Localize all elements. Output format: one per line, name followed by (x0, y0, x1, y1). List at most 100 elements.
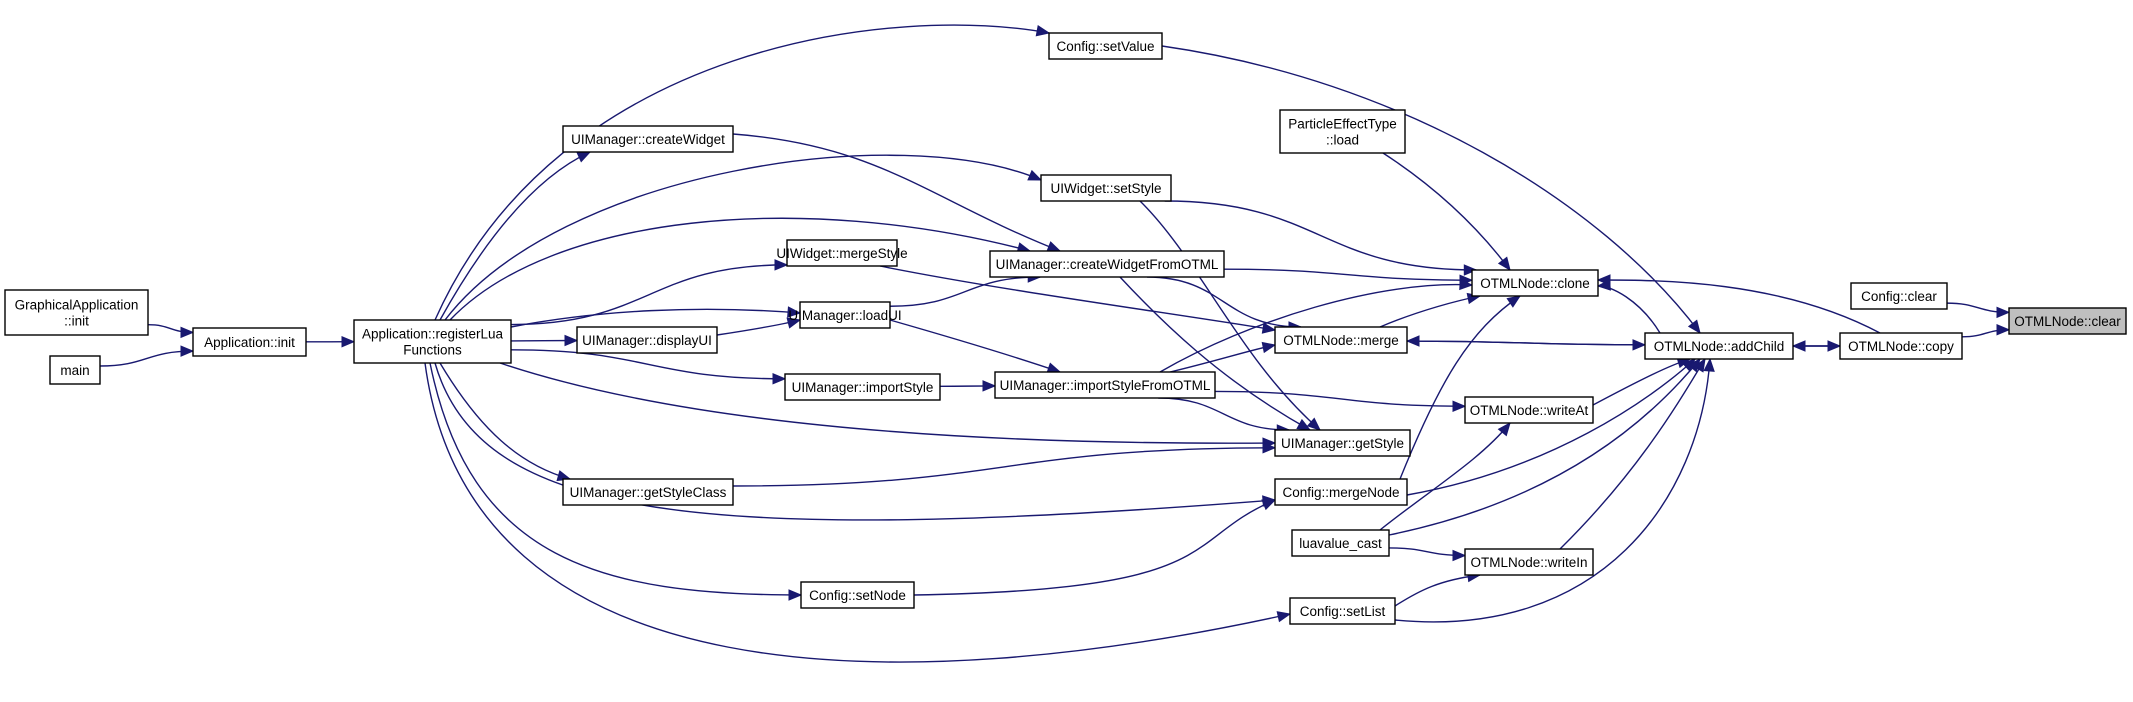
edge-line (1592, 358, 1691, 406)
node-box (1464, 396, 1594, 424)
node-label: UIManager::importStyle (792, 380, 934, 395)
node-otml-merge[interactable]: OTMLNode::merge (1274, 326, 1408, 354)
edge-line (1379, 422, 1511, 531)
arrowhead-icon (774, 259, 789, 271)
node-box (799, 301, 891, 329)
edge-otml_write_at-to-otml_add_child (1592, 357, 1692, 406)
edge-otml_add_child-to-otml_merge (1405, 335, 1646, 347)
arrowhead-icon (180, 345, 195, 357)
edge-application_init-to-register_lua_functions (305, 335, 356, 348)
node-otml-clone[interactable]: OTMLNode::clone (1471, 269, 1599, 297)
node-config-set-node[interactable]: Config::setNode (800, 581, 915, 609)
edge-ui_display_ui-to-ui_load_ui (716, 317, 802, 336)
node-config-clear[interactable]: Config::clear (1850, 282, 1948, 310)
node-ui-load-ui[interactable]: UIManager::loadUI (788, 301, 902, 329)
node-ui-create-widget[interactable]: UIManager::createWidget (562, 125, 734, 153)
node-config-set-value[interactable]: Config::setValue (1048, 32, 1163, 60)
edge-register_lua_functions-to-ui_create_widget_from_otml (449, 217, 1032, 321)
node-box (1279, 109, 1406, 154)
node-ui-import-style[interactable]: UIManager::importStyle (784, 373, 941, 401)
node-box (1291, 529, 1390, 557)
edge-line (510, 308, 801, 328)
node-application-init[interactable]: Application::init (192, 327, 307, 357)
edge-line (1406, 340, 1646, 346)
edge-config_set_value-to-otml_add_child (1161, 45, 1701, 335)
edge-ui_widget_set_style-to-otml_clone (1164, 200, 1478, 276)
node-ui-widget-set-style[interactable]: UIWidget::setStyle (1040, 174, 1172, 202)
edge-ui_import_style-to-ui_import_style_from_otml (939, 380, 997, 392)
edge-line (889, 319, 1061, 373)
arrowhead-icon (1261, 341, 1277, 354)
arrowhead-icon (786, 317, 802, 329)
node-ui-create-widget-from-otml[interactable]: UIManager::createWidgetFromOTML (989, 250, 1225, 278)
node-otml-write-at[interactable]: OTMLNode::writeAt (1464, 396, 1594, 424)
arrowhead-icon (1027, 169, 1043, 181)
edge-otml_copy-to-otml_clone (1596, 274, 1881, 334)
node-label: OTMLNode::writeIn (1470, 555, 1587, 570)
node-ui-get-style-class[interactable]: UIManager::getStyleClass (562, 478, 734, 506)
edge-register_lua_functions-to-ui_load_ui (510, 306, 802, 328)
node-label: UIManager::displayUI (582, 333, 712, 348)
node-label: OTMLNode::addChild (1654, 339, 1785, 354)
edge-line (1161, 45, 1701, 334)
node-ui-display-ui[interactable]: UIManager::displayUI (576, 326, 718, 354)
node-label: UIManager::createWidget (571, 132, 725, 147)
arrowhead-icon (1596, 274, 1611, 286)
edge-line (510, 264, 788, 326)
edge-ui_import_style_from_otml-to-otml_write_at (1214, 390, 1467, 412)
node-label: Config::setList (1300, 604, 1386, 619)
edge-ui_import_style_from_otml-to-otml_clone (1159, 278, 1474, 373)
node-particle-effect-type-load[interactable]: ParticleEffectType::load (1279, 109, 1406, 154)
edge-line (1214, 390, 1466, 407)
edge-register_lua_functions-to-ui_get_style_class (439, 362, 572, 482)
node-box (49, 355, 101, 385)
edge-line (510, 349, 786, 380)
node-otml-clear[interactable]: OTMLNode::clear (2008, 307, 2127, 335)
node-otml-copy[interactable]: OTMLNode::copy (1839, 332, 1963, 360)
node-label: UIManager::loadUI (788, 308, 901, 323)
edge-otml_merge-to-otml_clone (1379, 292, 1482, 328)
node-config-set-list[interactable]: Config::setList (1289, 597, 1396, 625)
edge-otml_write_in-to-otml_add_child (1559, 357, 1706, 550)
node-label: Application::registerLua (362, 327, 504, 342)
node-box (1274, 478, 1408, 506)
node-label: ::init (64, 314, 89, 329)
node-ui-import-style-from-otml[interactable]: UIManager::importStyleFromOTML (994, 371, 1216, 399)
edge-luavalue_cast-to-otml_write_at (1379, 421, 1511, 531)
arrowhead-icon (1046, 241, 1062, 252)
node-luavalue-cast[interactable]: luavalue_cast (1291, 529, 1390, 557)
node-otml-add-child[interactable]: OTMLNode::addChild (1644, 332, 1794, 360)
node-box (1464, 548, 1594, 576)
node-otml-write-in[interactable]: OTMLNode::writeIn (1464, 548, 1594, 576)
node-label: OTMLNode::copy (1848, 339, 1954, 354)
edge-line (434, 362, 1276, 521)
edge-line (434, 24, 1050, 321)
arrowhead-icon (1693, 357, 1706, 373)
node-label: UIManager::createWidgetFromOTML (996, 257, 1219, 272)
edge-register_lua_functions-to-ui_widget_merge_style (510, 259, 789, 326)
edge-register_lua_functions-to-ui_widget_set_style (444, 154, 1043, 321)
arrowhead-icon (1452, 549, 1467, 562)
edge-main-to-application_init (99, 345, 195, 367)
edge-line (732, 447, 1276, 487)
node-box (1471, 269, 1599, 297)
edge-line (439, 362, 571, 480)
edge-line (499, 362, 1276, 444)
edge-line (429, 362, 802, 596)
node-ui-widget-merge-style[interactable]: UIWidget::mergeStyle (776, 239, 908, 267)
arrowhead-icon (1261, 499, 1277, 511)
node-config-merge-node[interactable]: Config::mergeNode (1274, 478, 1408, 506)
edge-register_lua_functions-to-ui_import_style (510, 349, 787, 385)
node-main[interactable]: main (49, 355, 101, 385)
arrowhead-icon (1296, 418, 1312, 431)
node-box (2008, 307, 2127, 335)
node-label: OTMLNode::clear (2014, 314, 2121, 329)
edge-line (424, 362, 1291, 663)
edge-line (449, 217, 1031, 321)
arrowhead-icon (564, 334, 579, 347)
node-ui-get-style[interactable]: UIManager::getStyle (1274, 429, 1411, 457)
node-graphical-application-init[interactable]: GraphicalApplication::init (4, 289, 149, 336)
edge-ui_import_style_from_otml-to-ui_get_style (1158, 397, 1291, 436)
edge-particle_effect_type_load-to-otml_clone (1382, 152, 1511, 272)
